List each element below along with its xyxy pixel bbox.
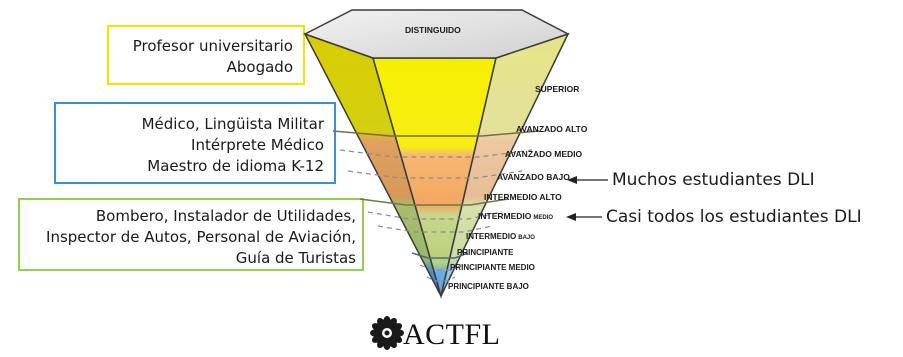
level-label-sub: BAJO	[546, 172, 570, 182]
actfl-logo-text: ACTFL	[403, 318, 501, 351]
band-separator	[411, 252, 469, 259]
level-label: DISTINGUIDO	[405, 25, 461, 35]
occupation-line: Maestro de idioma K-12	[147, 157, 324, 175]
level-label: INTERMEDIO ALTO	[484, 192, 562, 202]
level-label-main: INTERMEDIO	[478, 211, 532, 221]
level-label: AVANZADO BAJO	[497, 172, 570, 182]
occupation-line: Médico, Lingüista Militar	[141, 115, 324, 133]
occupation-box-advanced: Médico, Lingüista Militar Intérprete Méd…	[54, 102, 336, 184]
occupation-line: Abogado	[226, 58, 293, 76]
level-label-sub: BAJO	[518, 235, 535, 241]
sublevel-dashes	[339, 149, 533, 282]
annotation-casi: Casi todos los estudiantes DLI	[606, 207, 862, 227]
level-label: PRINCIPIANTE MEDIO	[450, 263, 535, 272]
occupation-line: Intérprete Médico	[191, 136, 324, 154]
arrow-muchos	[567, 176, 608, 184]
cone-top	[303, 9, 570, 59]
level-label: PRINCIPIANTE BAJO	[448, 282, 529, 291]
band-separator	[332, 130, 540, 137]
level-label-sub: MEDIO	[533, 215, 553, 221]
level-label-main: INTERMEDIO	[466, 232, 516, 241]
occupation-box-superior: Profesor universitario Abogado	[107, 25, 305, 85]
band-separator	[359, 198, 509, 206]
level-label: SUPERIOR	[535, 84, 579, 94]
level-label-main: AVANZADO	[497, 172, 544, 182]
occupation-line: Profesor universitario	[132, 37, 293, 55]
occupation-line: Bombero, Instalador de Utilidades,	[95, 207, 356, 225]
level-label: AVANZADO ALTO	[516, 124, 588, 134]
annotation-muchos: Muchos estudiantes DLI	[612, 170, 815, 190]
occupation-box-intermediate: Bombero, Instalador de Utilidades, Inspe…	[18, 198, 364, 271]
arrow-casi	[566, 213, 602, 221]
occupation-line: Guía de Turistas	[235, 249, 356, 267]
actfl-logo-icon	[370, 316, 404, 350]
occupation-line: Inspector de Autos, Personal de Aviación…	[46, 228, 356, 246]
level-label: AVANZADO MEDIO	[505, 149, 583, 159]
level-label: PRINCIPIANTE	[457, 248, 514, 257]
